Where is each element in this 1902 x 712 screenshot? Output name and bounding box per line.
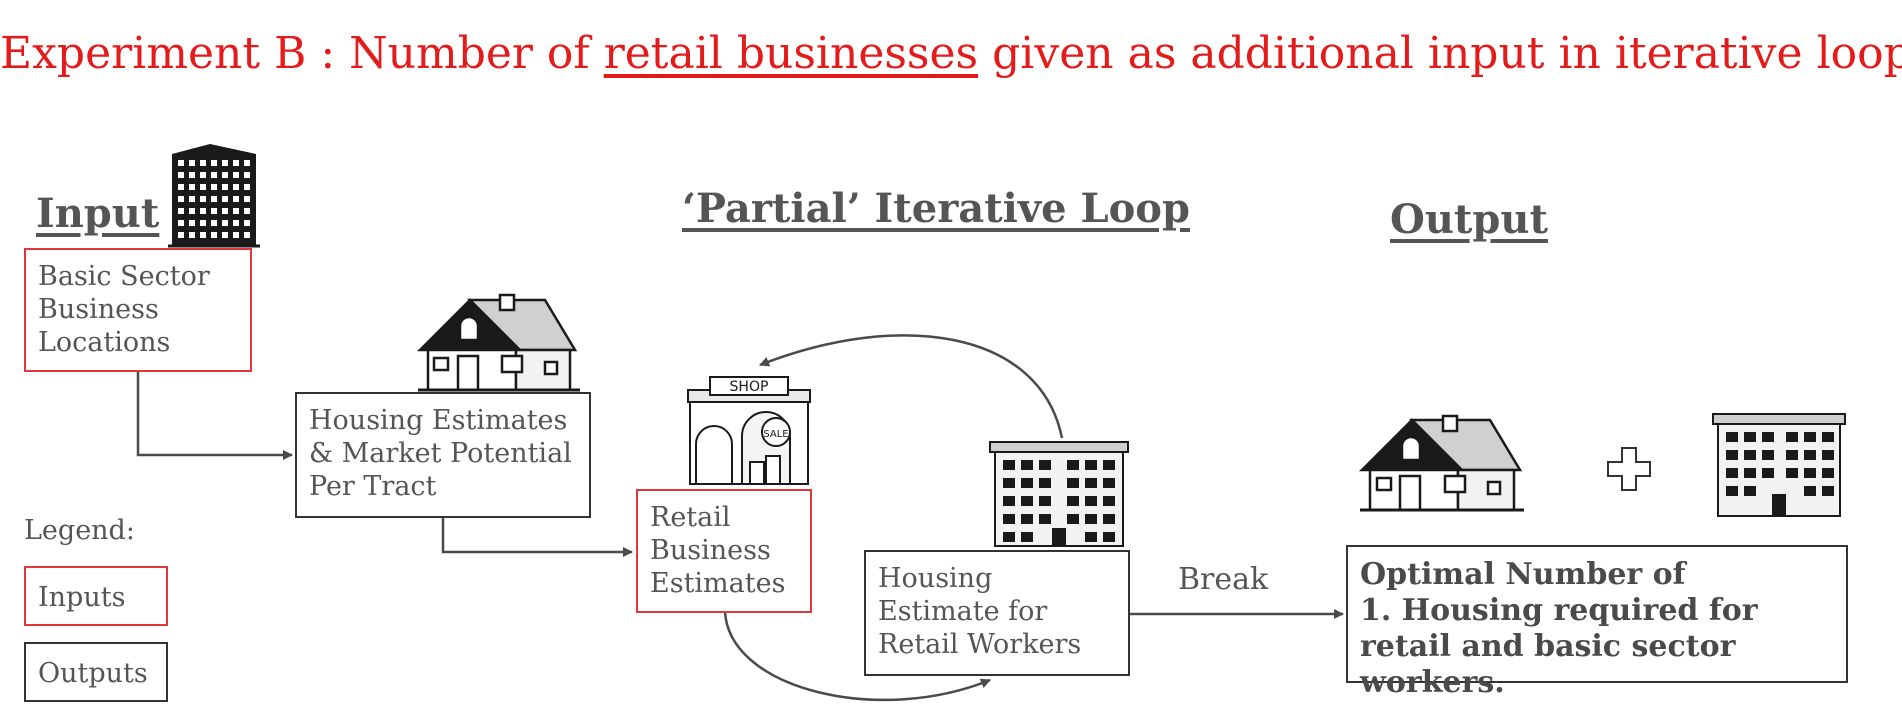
title-prefix: Experiment B : Number of [0, 28, 604, 79]
legend-outputs: Outputs [24, 642, 168, 702]
output-heading: Output [1390, 196, 1548, 243]
arrow-housing-to-retail [441, 517, 633, 557]
shop-sign-text: SHOP [730, 379, 769, 395]
housing-market-box: Housing Estimates & Market Potential Per… [295, 392, 591, 518]
title-suffix: given as additional input in iterative l… [978, 28, 1902, 79]
loop-heading: ‘Partial’ Iterative Loop [682, 185, 1190, 232]
retail-business-box: Retail Business Estimates [636, 489, 812, 613]
break-label: Break [1178, 562, 1269, 597]
legend-inputs: Inputs [24, 566, 168, 626]
housing-retail-workers-box: Housing Estimate for Retail Workers [864, 550, 1130, 676]
diagram-title: Experiment B : Number of retail business… [0, 28, 1902, 79]
title-emphasis: retail businesses [603, 28, 979, 79]
optimal-output-box: Optimal Number of 1. Housing required fo… [1346, 545, 1848, 700]
optimal-line-1: Optimal Number of [1360, 557, 1686, 592]
input-heading: Input [36, 190, 160, 237]
arrow-loop-bottom [723, 611, 991, 702]
arrow-loop-top [759, 334, 1064, 439]
optimal-line-2: 1. Housing required for retail and basic… [1360, 593, 1758, 700]
basic-sector-box: Basic Sector Business Locations [24, 248, 252, 372]
arrow-basic-to-housing [136, 372, 293, 460]
legend-title: Legend: [24, 515, 135, 546]
sale-sign-text: SALE [763, 429, 788, 440]
